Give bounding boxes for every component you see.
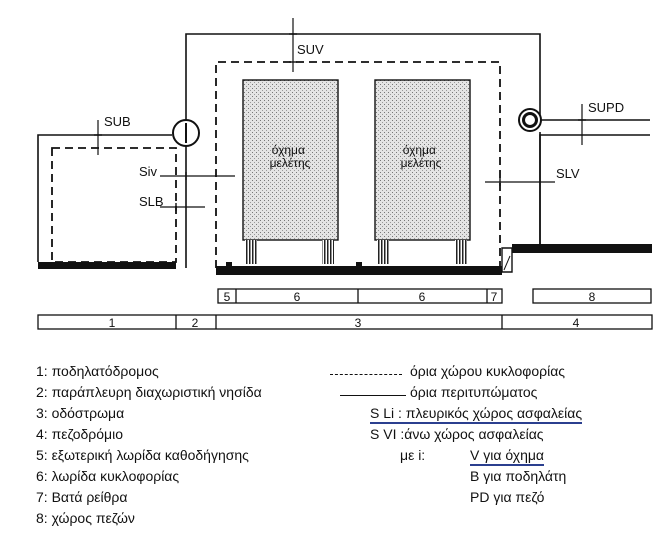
legend-item-4: 4: πεζοδρόμιο xyxy=(36,426,123,442)
strip-label-1: 1 xyxy=(109,316,116,330)
legend-item-6: 6: λωρίδα κυκλοφορίας xyxy=(36,468,180,484)
strip-label-8: 8 xyxy=(589,290,596,304)
traffic-space-dashed xyxy=(215,61,501,268)
vehicle-right-wheel xyxy=(455,240,467,264)
roadway-surface xyxy=(216,266,502,275)
legend-b: B για ποδηλάτη xyxy=(470,468,567,484)
strip-label-7: 7 xyxy=(491,290,498,304)
legend-item-1: 1: ποδηλατόδρομος xyxy=(36,363,159,379)
bike-area-solid xyxy=(37,134,172,262)
siv-label: Siv xyxy=(139,164,158,179)
bike-path-surface xyxy=(38,262,176,269)
strip-label-4: 4 xyxy=(573,316,580,330)
legend-solid-label: όρια περιτυπώματος xyxy=(410,384,538,400)
vehicle-left-body xyxy=(242,79,339,241)
vehicle-right-wheel xyxy=(377,240,389,264)
legend-svi: S VI :άνω χώρος ασφαλείας xyxy=(370,426,544,442)
legend-item-7: 7: Βατά ρείθρα xyxy=(36,489,128,505)
legend-item-8: 8: χώρος πεζών xyxy=(36,510,135,526)
legend-sli: S Li : πλευρικός χώρος ασφαλείας xyxy=(370,405,583,424)
legend-item-5: 5: εξωτερική λωρίδα καθοδήγησης xyxy=(36,447,249,463)
vehicle-left-wheel xyxy=(245,240,257,264)
structure-gauge-outline xyxy=(185,33,541,120)
legend-item-3: 3: οδόστρωμα xyxy=(36,405,125,421)
legend-sli-text: S Li : πλευρικός χώρος ασφαλείας xyxy=(370,405,583,424)
strip-label-6a: 6 xyxy=(294,290,301,304)
vehicle-left-wheel xyxy=(322,240,334,264)
sub-label: SUB xyxy=(104,114,131,129)
vehicle-right-body xyxy=(374,79,471,241)
strip-label-5: 5 xyxy=(224,290,231,304)
sidewalk-surface xyxy=(512,244,652,253)
suv-label: SUV xyxy=(297,42,324,57)
legend-dashed-label: όρια χώρου κυκλοφορίας xyxy=(410,363,566,379)
gutter xyxy=(501,247,513,273)
legend-v-text: V για όχημα xyxy=(470,447,545,466)
slv-label: SLV xyxy=(556,166,580,181)
legend-v: V για όχημα xyxy=(470,447,545,466)
legend-dashed-sample xyxy=(330,374,402,375)
supd-label: SUPD xyxy=(588,100,624,115)
legend-pd: PD για πεζό xyxy=(470,489,545,505)
strip-label-2: 2 xyxy=(192,316,199,330)
slb-label: SLB xyxy=(139,194,164,209)
legend-solid-sample xyxy=(340,395,406,396)
vehicle-right-label: όχημα μελέτης xyxy=(401,143,442,170)
sidewalk-area xyxy=(539,119,650,245)
legend-item-2: 2: παράπλευρη διαχωριστική νησίδα xyxy=(36,384,262,400)
lower-strip: 1 2 3 4 xyxy=(37,314,653,330)
upper-strip: 5 6 6 7 8 xyxy=(217,288,652,304)
strip-label-3: 3 xyxy=(355,316,362,330)
vehicle-left-label: όχημα μελέτης xyxy=(270,143,311,170)
legend-me-i: με i: xyxy=(400,447,426,463)
cross-section-diagram: όχημα μελέτης όχημα μελέτης SUV SUB SUPD… xyxy=(37,18,653,330)
strip-label-6b: 6 xyxy=(419,290,426,304)
